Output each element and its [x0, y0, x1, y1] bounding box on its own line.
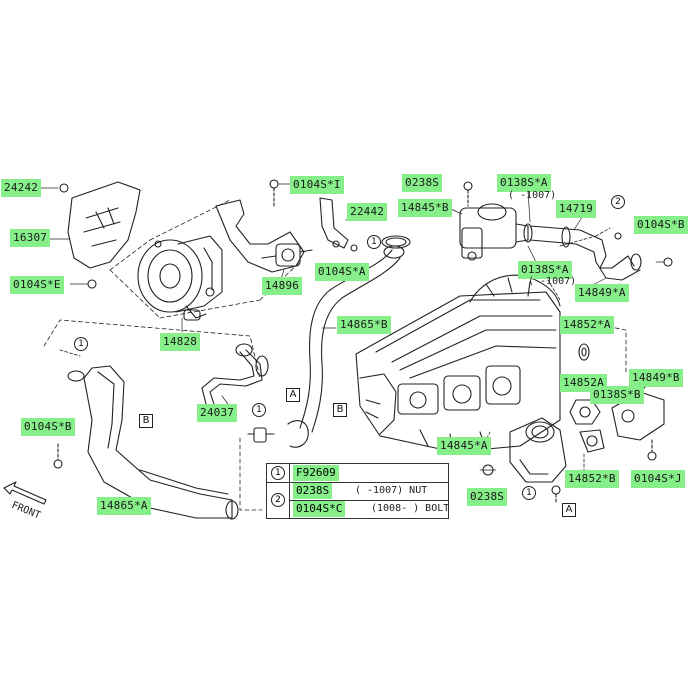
heat-shield-cover: [67, 181, 141, 269]
part-label-0138S-A-mid: 0138S*A: [518, 261, 572, 279]
valve-14845B: [459, 203, 529, 261]
small-connector: [247, 420, 309, 448]
part-label-0138S-B: 0138S*B: [590, 386, 644, 404]
part-label-14865-B: 14865*B: [337, 316, 391, 334]
note-1007-top: ( -1007): [508, 190, 557, 201]
hose-clamp: [381, 235, 411, 249]
legend-row1-note: ( -1007) NUT: [355, 485, 428, 496]
valve-14845A: [509, 417, 567, 495]
callout-B-center: B: [333, 403, 347, 417]
part-label-14719: 14719: [556, 200, 597, 218]
part-label-24037: 24037: [197, 404, 238, 422]
part-label-24242: 24242: [1, 179, 42, 197]
part-label-22442: 22442: [347, 203, 388, 221]
part-label-14852-B: 14852*B: [565, 470, 619, 488]
pipe-24037: [201, 343, 269, 405]
legend-table: 1 F92609 0238S ( -1007) NUT 2 0104S*C (1…: [266, 463, 449, 519]
legend-row1-code: 0238S: [293, 483, 333, 499]
part-label-0138S-A-top: 0138S*A: [497, 174, 551, 192]
part-label-0238S-bottom: 0238S: [467, 488, 508, 506]
part-label-0104S-I: 0104S*I: [290, 176, 344, 194]
gasket-14852B: [579, 429, 605, 453]
part-label-14896: 14896: [262, 277, 303, 295]
callout-B-left: B: [139, 414, 153, 428]
legend-row2-note: (1008- ) BOLT: [371, 503, 450, 514]
circled-1-connector: 1: [252, 403, 266, 417]
part-label-16307: 16307: [10, 229, 51, 247]
legend-num-2: 2: [271, 493, 285, 507]
callout-A-center: A: [286, 388, 300, 402]
legend-f-code: F92609: [293, 465, 339, 481]
part-label-0104S-B: 0104S*B: [21, 418, 75, 436]
circled-2-right: 2: [611, 195, 625, 209]
small-bracket: [319, 197, 349, 249]
part-label-14865-A: 14865*A: [97, 497, 151, 515]
part-label-0104S-A: 0104S*A: [315, 263, 369, 281]
legend-row-2: 2 0104S*C (1008- ) BOLT: [267, 493, 450, 518]
circled-1-bottom: 1: [522, 486, 536, 500]
part-label-0104S-E: 0104S*E: [10, 276, 64, 294]
secondary-air-pump: [137, 235, 223, 321]
part-label-14845-B: 14845*B: [398, 199, 452, 217]
front-arrow: [3, 481, 47, 505]
legend-row-1: 0238S ( -1007) NUT: [267, 482, 448, 500]
circled-1-left: 1: [74, 337, 88, 351]
duct-14865A: [83, 365, 239, 520]
part-label-0238S-top: 0238S: [402, 174, 443, 192]
callout-A-bottom: A: [562, 503, 576, 517]
pipe-14719: [523, 223, 642, 281]
part-label-14849-A: 14849*A: [575, 284, 629, 302]
legend-num-1: 1: [271, 466, 285, 480]
part-label-0104S-J: 0104S*J: [631, 470, 685, 488]
part-label-14828: 14828: [160, 333, 201, 351]
circled-1-hose: 1: [367, 235, 381, 249]
part-label-14852-A: 14852*A: [560, 316, 614, 334]
bracket-valve: [215, 199, 313, 273]
legend-row-f-code: 1 F92609: [267, 464, 448, 482]
engine-block: [355, 274, 561, 453]
legend-row2-code: 0104S*C: [293, 501, 346, 517]
part-label-14845-A: 14845*A: [437, 437, 491, 455]
part-label-0104S-B-right: 0104S*B: [634, 216, 688, 234]
part-label-14849-B: 14849*B: [629, 369, 683, 387]
note-1007-mid: ( -1007): [528, 276, 577, 287]
